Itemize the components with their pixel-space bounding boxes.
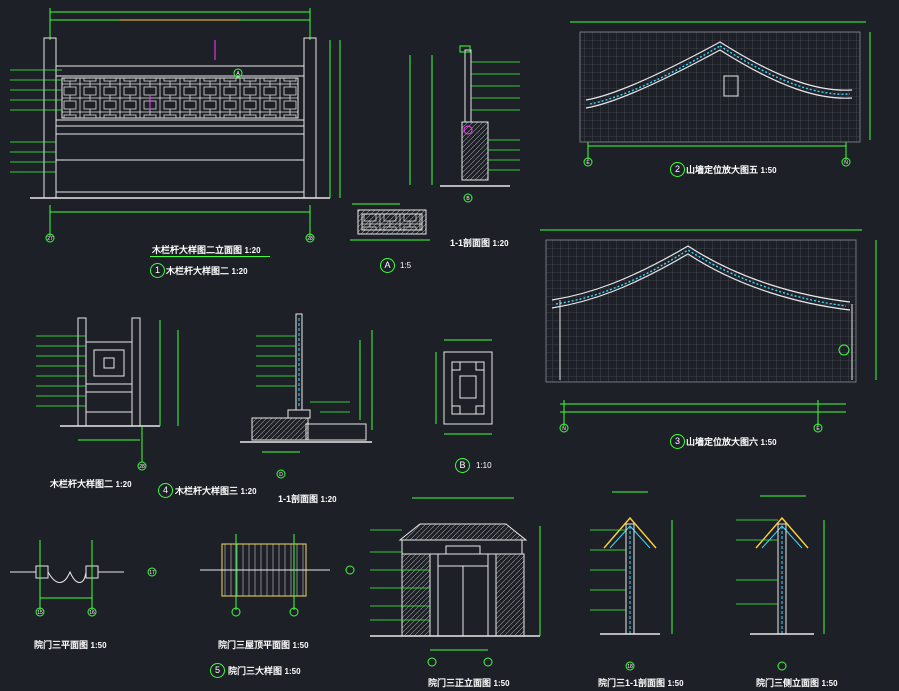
axis-label: 28 [307,236,313,242]
title-text: 木栏杆大样图二 [50,479,114,489]
drawing-title-gate-plan: 院门三平面图 1:50 [34,638,107,651]
axis-label: E [586,160,590,166]
axis-label: N [844,160,848,166]
detail-a-scale: 1:5 [400,261,412,270]
title-underline [150,256,270,257]
detail-b-scale: 1:10 [476,461,492,470]
section-1-1-lower-drawing [240,313,373,479]
drawing-title-gable-5: 山墙定位放大图五 1:50 [686,163,777,176]
scale-text: 1:20 [231,267,248,276]
callout-label: A [236,71,240,77]
section-1-1-drawing [409,45,520,203]
drawing-number-1: 1 [150,263,165,278]
title-text: 院门三侧立面图 [756,678,820,688]
axis-label: 28 [139,464,145,470]
scale-text: 1:50 [292,641,309,650]
axis-label: 27 [47,236,53,242]
drawing-title-gate-section: 院门三1-1剖面图 1:50 [598,676,684,689]
title-text: 1-1剖面图 [278,494,319,504]
scale-text: 1:50 [760,166,777,175]
drawing-title-gable-6: 山墙定位放大图六 1:50 [686,435,777,448]
callout-label: D [279,472,283,478]
title-text: 山墙定位放大图五 [686,165,759,175]
gable-wall-5-drawing [570,21,871,167]
railing-elevation-drawing [10,8,341,243]
scale-text: 1:50 [284,667,301,676]
drawing-title-section-1-1-lower: 1-1剖面图 1:20 [278,492,337,505]
title-text: 院门三大样图 [228,666,283,676]
scale-text: 1:20 [240,487,257,496]
title-text: 木栏杆大样图三 [175,486,239,496]
railing-detail-2-drawing [36,317,179,471]
detail-a-drawing [350,203,430,241]
axis-label: 18 [627,664,633,670]
axis-label: 16 [89,610,95,616]
scale-text: 1:50 [493,679,510,688]
drawing-subtitle-railing: 木栏杆大样图二 1:20 [166,264,248,277]
axis-label: 15 [37,610,43,616]
title-text: 木栏杆大样图二 [166,266,230,276]
axis-label: E [816,426,820,432]
drawing-number-4: 4 [158,483,173,498]
gate-side-elevation-drawing [736,495,825,671]
gate-roof-plan-drawing [200,534,355,617]
scale-text: 1:50 [667,679,684,688]
scale-text: 1:20 [492,239,509,248]
drawing-number-3: 3 [670,434,685,449]
scale-text: 1:50 [90,641,107,650]
title-text: 木栏杆大样图二立面图 [152,245,243,255]
title-text: 1-1剖面图 [450,238,491,248]
drawing-title-section-1-1: 1-1剖面图 1:20 [450,236,509,249]
scale-text: 1:20 [115,480,132,489]
title-text: 院门三平面图 [34,640,89,650]
detail-a-label: A [380,258,395,273]
detail-b-label: B [455,458,470,473]
scale-text: 1:50 [760,438,777,447]
title-text: 山墙定位放大图六 [686,437,759,447]
drawing-number-5: 5 [210,663,225,678]
drawing-title-railing-elevation: 木栏杆大样图二立面图 1:20 [152,243,261,256]
drawing-title-railing-detail: 木栏杆大样图二 1:20 [50,477,132,490]
scale-text: 1:20 [244,246,261,255]
gate-section-drawing [590,491,673,671]
gable-wall-6-drawing [540,229,877,433]
title-text: 院门三屋顶平面图 [218,640,291,650]
title-text: 院门三正立面图 [428,678,492,688]
drawing-subtitle-railing-detail: 木栏杆大样图三 1:20 [175,484,257,497]
drawing-number-2: 2 [670,162,685,177]
title-text: 院门三1-1剖面图 [598,678,666,688]
drawing-title-gate-detail: 院门三大样图 1:50 [228,664,301,677]
gate-front-elevation-drawing [370,497,541,667]
gate-plan-drawing [10,540,157,617]
drawing-title-gate-side: 院门三侧立面图 1:50 [756,676,838,689]
axis-label: N [562,426,566,432]
axis-label: 17 [149,570,155,576]
drawing-title-gate-roof: 院门三屋顶平面图 1:50 [218,638,309,651]
detail-b-drawing [435,339,493,435]
scale-text: 1:20 [320,495,337,504]
drawing-title-gate-elevation: 院门三正立面图 1:50 [428,676,510,689]
axis-labels: 27 28 A B E N N E 28 D 15 16 17 18 [37,71,848,670]
scale-text: 1:50 [821,679,838,688]
callout-label: B [466,196,470,202]
